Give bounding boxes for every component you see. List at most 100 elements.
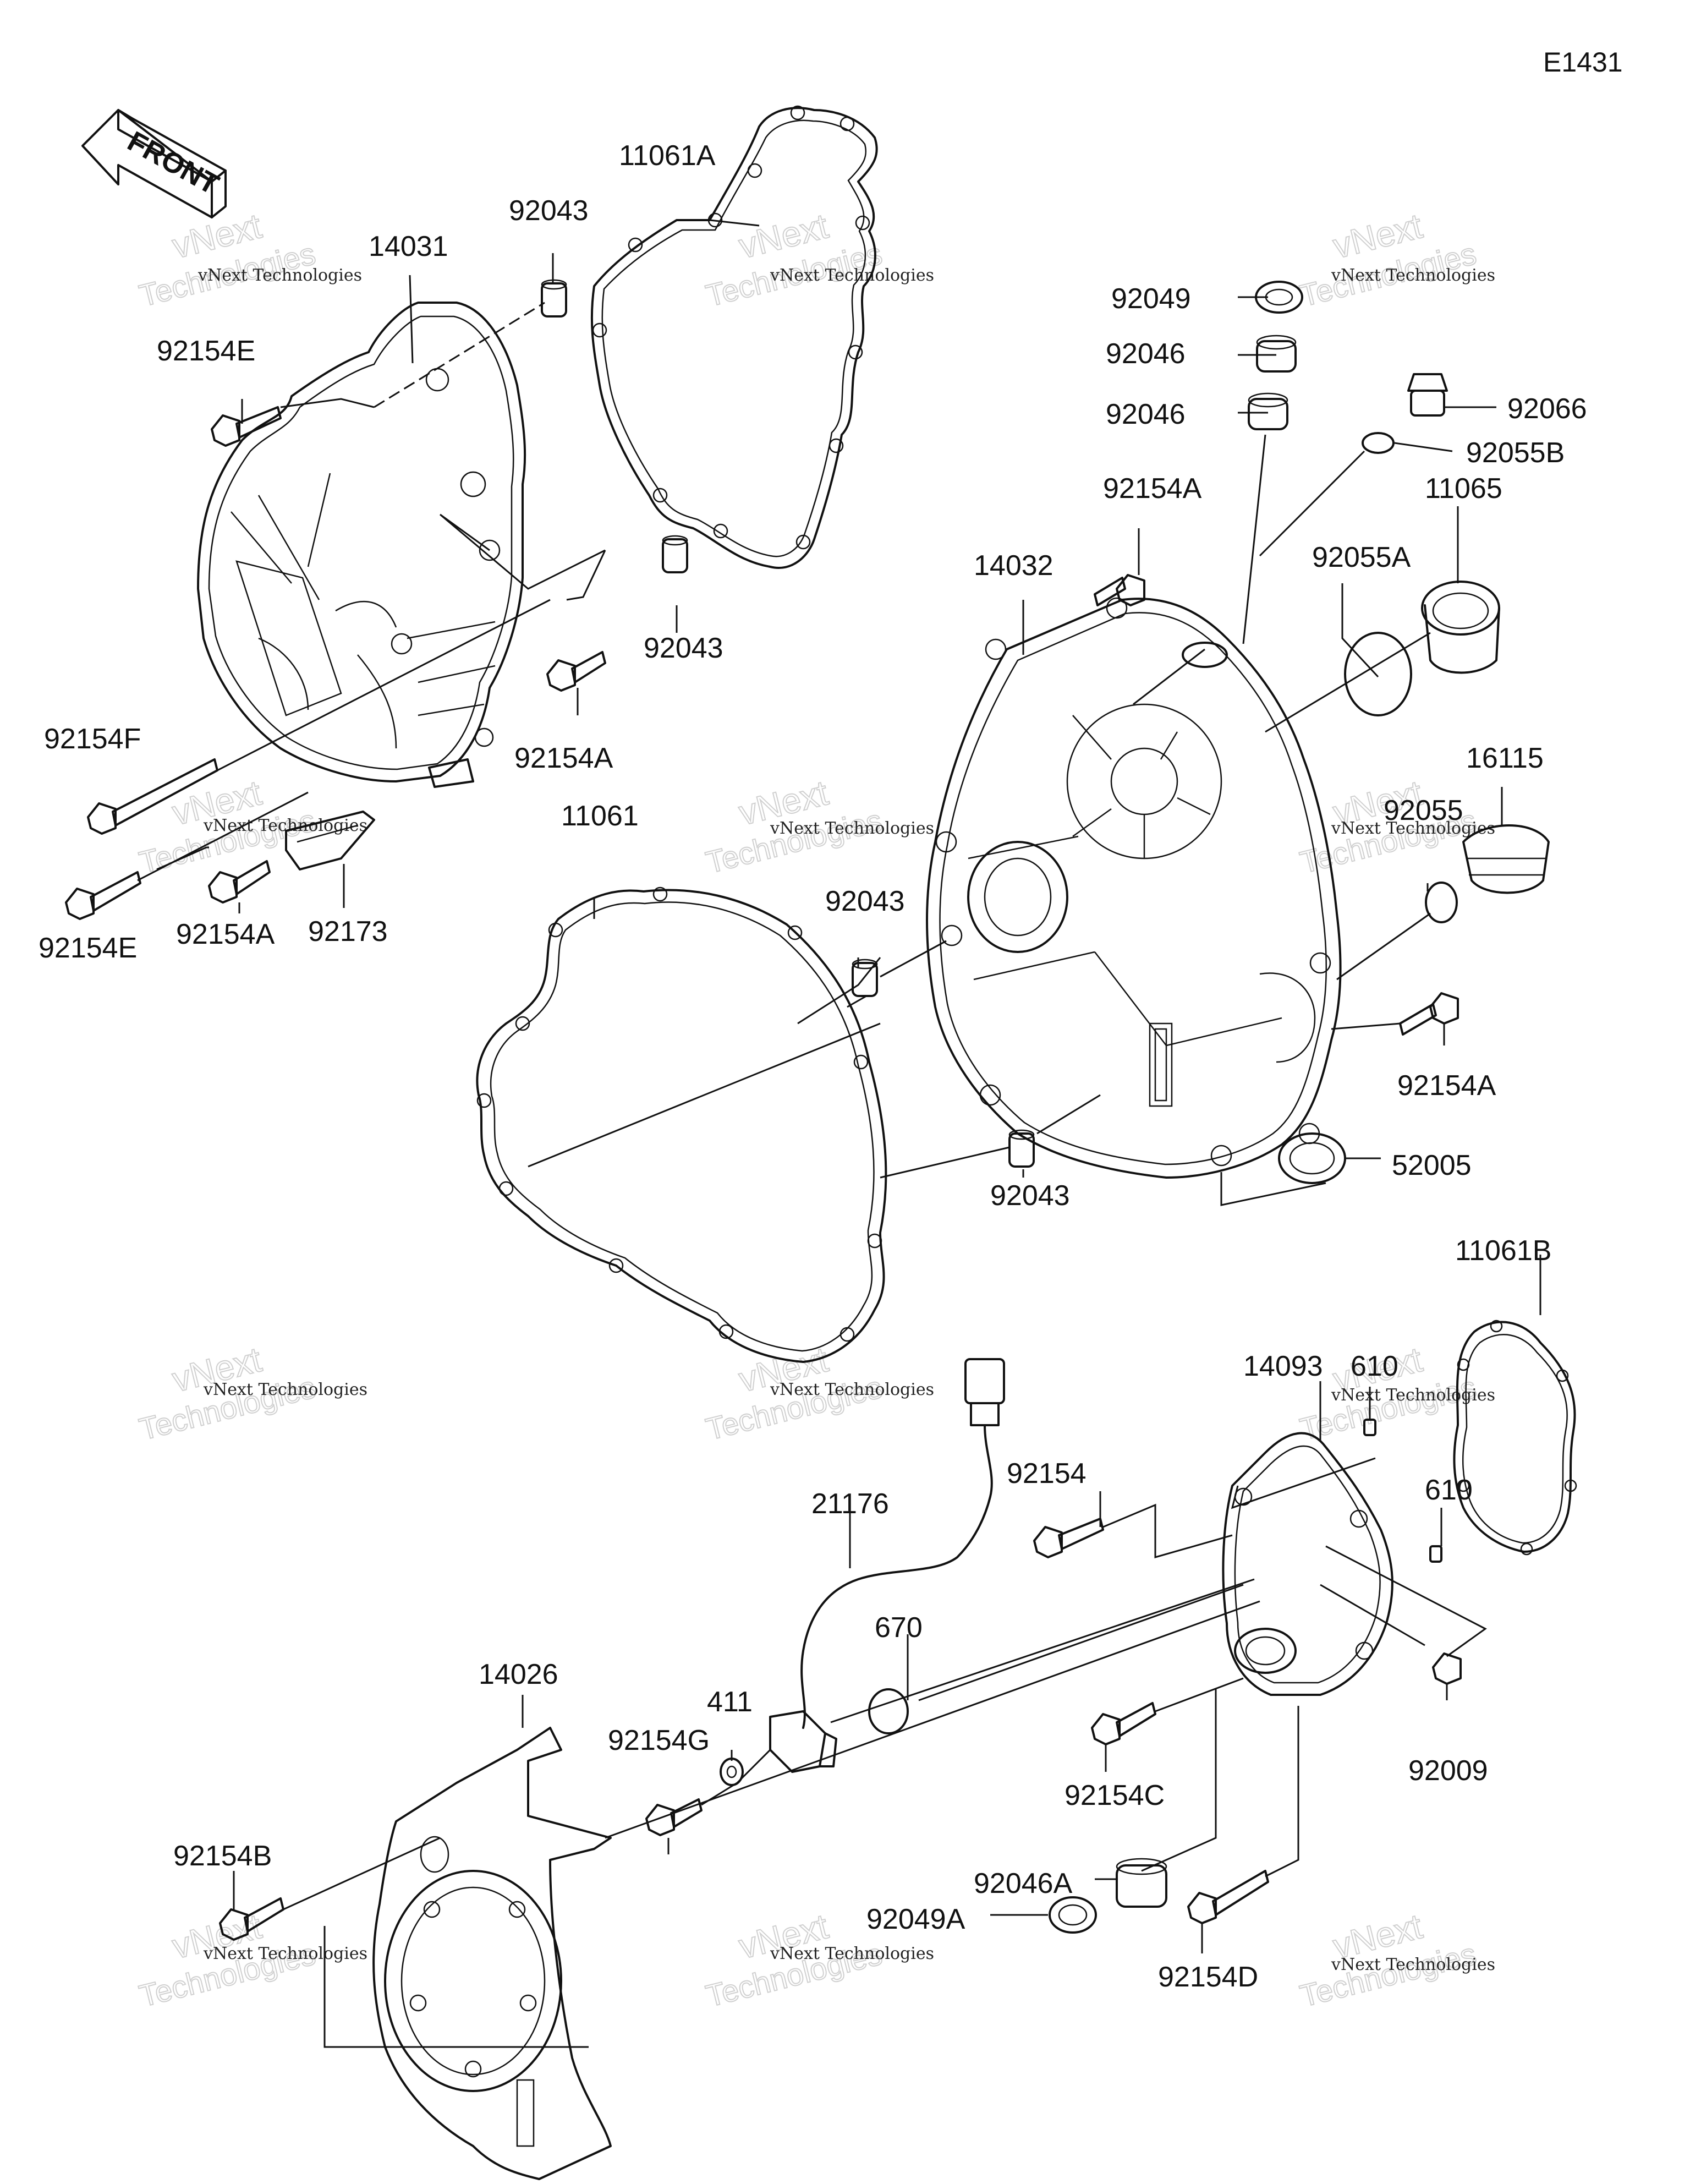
front-label: FRONT: [122, 125, 224, 201]
needle-bearing-92046A: [1116, 1858, 1167, 1908]
watermark-text: vNext Technologies: [203, 1944, 367, 1963]
dowel-pin-92043: [541, 279, 567, 318]
label-92046: 92046: [1106, 398, 1186, 430]
label-92055A: 92055A: [1312, 541, 1411, 573]
plug-92066: [1407, 373, 1448, 417]
label-11065: 11065: [1425, 473, 1502, 505]
needle-bearing-92046: [1256, 335, 1297, 373]
o-ring-92055B: [1362, 432, 1395, 454]
label-92154A: 92154A: [1103, 473, 1202, 505]
watermark-text: vNext Technologies: [1331, 266, 1495, 285]
label-92055B: 92055B: [1466, 437, 1565, 469]
label-92154B: 92154B: [173, 1840, 272, 1872]
label-11061: 11061: [561, 800, 639, 832]
diagram-ref-code: E1431: [1543, 47, 1623, 78]
label-92154F: 92154F: [44, 723, 141, 755]
o-ring-670: [868, 1688, 909, 1734]
label-92043: 92043: [990, 1180, 1070, 1212]
watermark-text: vNext Technologies: [1331, 1386, 1495, 1405]
part-labels: 11061A 92043 14031 92154E 92043 92154A 9…: [39, 140, 1587, 1993]
oil-seal-52005: [1278, 1132, 1346, 1184]
dowel-pin-92043: [662, 535, 688, 573]
clutch-cover-14032: [926, 597, 1342, 1179]
bolt-92154A: [1094, 574, 1145, 606]
clamp-92173: [285, 811, 375, 871]
o-ring-92055A: [1344, 632, 1412, 716]
bolt-92154E: [65, 871, 141, 920]
label-411: 411: [707, 1686, 753, 1718]
bolt-92154A: [546, 651, 606, 692]
label-11061B: 11061B: [1455, 1235, 1551, 1267]
label-52005: 52005: [1392, 1150, 1472, 1181]
sprocket-cover-14026: [372, 1727, 612, 2180]
watermark-text: vNext Technologies: [770, 819, 934, 838]
label-14032: 14032: [974, 550, 1053, 582]
label-92049: 92049: [1111, 283, 1191, 315]
label-92173: 92173: [308, 916, 388, 948]
watermark-text: vNext Technologies: [770, 266, 934, 285]
label-92154A: 92154A: [1397, 1070, 1496, 1102]
gasket-11061A: [590, 105, 878, 569]
label-92055: 92055: [1384, 795, 1463, 826]
generator-cover-14031: [197, 302, 526, 788]
watermark-text: vNext Technologies: [203, 1380, 367, 1399]
label-92043: 92043: [644, 632, 723, 664]
label-14093: 14093: [1243, 1350, 1323, 1382]
bolt-92009: [1432, 1652, 1462, 1685]
bolt-92154C: [1091, 1702, 1156, 1745]
sensor-21176: [769, 1358, 1005, 1773]
o-ring-92055: [1425, 882, 1458, 923]
bolt-92154G: [645, 1798, 703, 1836]
label-92154G: 92154G: [608, 1725, 710, 1756]
oil-filler-cap-16115: [1462, 824, 1550, 894]
bolt-92154D: [1187, 1870, 1269, 1924]
watermark-text: vNext Technologies: [770, 1380, 934, 1399]
watermark-text: vNext Technologies: [770, 1944, 934, 1963]
bolt-92154A: [208, 860, 271, 904]
label-16115: 16115: [1466, 742, 1544, 774]
label-92046A: 92046A: [974, 1868, 1073, 1900]
label-92154: 92154: [1007, 1458, 1087, 1490]
watermark-text: vNext Technologies: [1331, 819, 1495, 838]
needle-bearing-92046: [1248, 392, 1288, 430]
dowel-pin-92043: [1008, 1129, 1035, 1168]
label-92154E: 92154E: [157, 335, 255, 367]
label-92066: 92066: [1507, 393, 1587, 425]
gasket-11061: [476, 886, 887, 1363]
bolt-92154A: [1399, 992, 1459, 1036]
label-21176: 21176: [811, 1488, 889, 1520]
label-670: 670: [875, 1612, 923, 1644]
label-92154A: 92154A: [176, 918, 275, 950]
label-92154A: 92154A: [514, 742, 613, 774]
oil-seal-92049A: [1049, 1896, 1097, 1934]
label-92049A: 92049A: [866, 1903, 965, 1935]
housing-14093: [1222, 1432, 1393, 1696]
watermark-text: vNext Technologies: [1331, 1955, 1495, 1974]
gasket-11061B: [1453, 1320, 1577, 1556]
front-arrow-icon: FRONT: [81, 109, 227, 218]
label-92009: 92009: [1408, 1755, 1488, 1787]
label-610: 610: [1425, 1474, 1473, 1506]
label-92154C: 92154C: [1065, 1780, 1165, 1811]
label-14026: 14026: [479, 1658, 558, 1690]
label-92043: 92043: [509, 195, 589, 227]
dowel-pin-610: [1429, 1545, 1442, 1563]
label-92154E: 92154E: [39, 932, 137, 964]
watermark-text: vNext Technologies: [197, 266, 362, 285]
label-11061A: 11061A: [619, 140, 716, 172]
label-92046: 92046: [1106, 338, 1186, 370]
leader-lines: [137, 219, 1541, 2048]
label-14031: 14031: [369, 231, 448, 262]
cap-11065: [1421, 581, 1500, 674]
label-92154D: 92154D: [1158, 1961, 1258, 1993]
bolt-92154: [1033, 1518, 1104, 1558]
label-610: 610: [1351, 1350, 1398, 1382]
label-92043: 92043: [825, 885, 905, 917]
bolt-92154E: [211, 406, 282, 447]
